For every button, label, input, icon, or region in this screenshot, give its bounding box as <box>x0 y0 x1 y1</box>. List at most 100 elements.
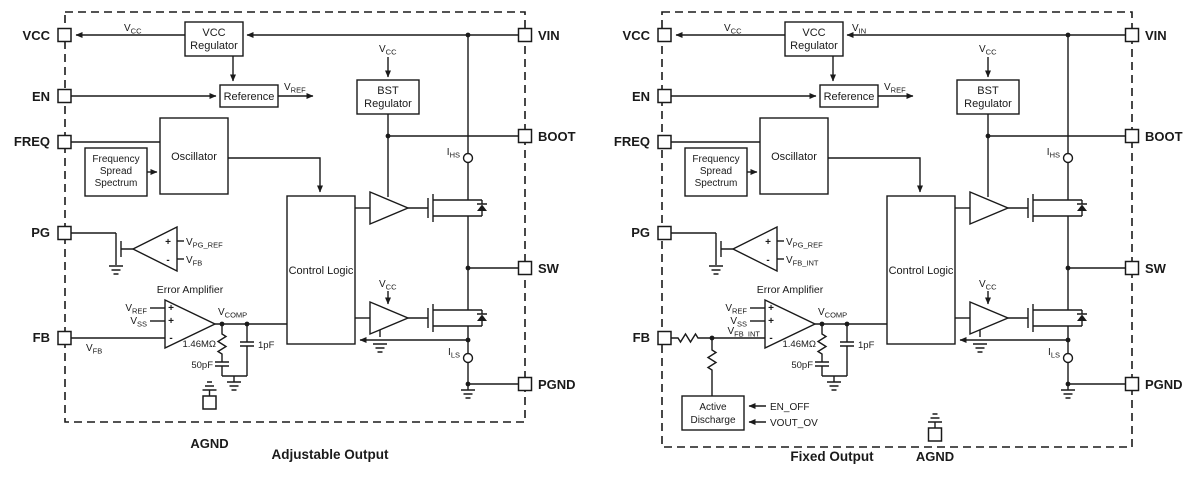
error-amp-plus-2: + <box>768 316 774 327</box>
signal-vin-top: VIN <box>852 23 866 36</box>
signal-vcc-bst: VCC <box>979 44 997 57</box>
comp-cap1-value: 1pF <box>258 340 275 351</box>
pin-vin <box>517 27 533 43</box>
pin-boot <box>1124 128 1140 144</box>
freq-spread-spectrum-block <box>684 147 748 197</box>
fss-label-1: Frequency <box>692 154 739 165</box>
oscillator-label: Oscillator <box>771 151 817 163</box>
compensation-network <box>815 324 854 377</box>
pin-label-vcc: VCC <box>623 28 651 43</box>
ls-driver-triangle <box>969 300 1010 336</box>
vcc-regulator-label-2: Regulator <box>190 40 238 52</box>
control-logic-label: Control Logic <box>289 265 354 277</box>
compensation-network <box>215 324 254 377</box>
pin-en <box>57 88 72 104</box>
signal-vref-in: VREF <box>725 303 747 316</box>
hs-current-sense <box>1062 152 1074 164</box>
hs-driver-triangle <box>969 190 1010 226</box>
error-amp-title: Error Amplifier <box>157 284 224 296</box>
pin-label-freq: FREQ <box>14 134 50 149</box>
comp-cap-1pf <box>822 324 854 377</box>
active-discharge-label-2: Discharge <box>690 415 735 426</box>
signal-vref-out: VREF <box>284 82 306 95</box>
signal-vss: VSS <box>130 316 147 329</box>
fss-label-3: Spectrum <box>695 178 738 189</box>
ground-pgnd <box>461 384 475 399</box>
oscillator-block <box>159 117 229 195</box>
pg-comparator-minus: - <box>766 255 769 266</box>
junction-dots <box>219 32 471 387</box>
pin-label-sw: SW <box>1145 261 1167 276</box>
pin-label-vcc: VCC <box>23 28 51 43</box>
error-amp-plus-2: + <box>168 316 174 327</box>
pin-agnd <box>927 427 943 442</box>
ground-agnd <box>928 413 942 428</box>
signal-vcc-out: VCC <box>724 23 742 36</box>
comp-resistor-value: 1.46MΩ <box>182 339 216 350</box>
comp-cap-50pf <box>815 361 829 376</box>
ls-body-diode <box>477 314 487 321</box>
pin-label-pgnd: PGND <box>538 377 576 392</box>
error-amp-triangle <box>164 298 217 350</box>
ls-driver-triangle <box>369 300 410 336</box>
ls-current-sense <box>1062 352 1074 364</box>
reference-label: Reference <box>224 91 275 103</box>
vcc-regulator-block <box>184 21 244 57</box>
pin-label-vin: VIN <box>1145 28 1167 43</box>
pin-label-en: EN <box>32 89 50 104</box>
hs-driver-triangle <box>369 190 410 226</box>
pg-comparator-plus: + <box>165 237 171 248</box>
pin-pgnd <box>517 376 533 392</box>
signal-ihs: IHS <box>447 147 460 160</box>
error-amp-minus: - <box>169 333 172 344</box>
comp-resistor <box>216 324 228 362</box>
pin-pg <box>57 225 72 241</box>
vcc-regulator-label: VCC <box>802 27 825 39</box>
pin-pgnd <box>1124 376 1140 392</box>
signal-vcc-bst: VCC <box>379 44 397 57</box>
reference-label: Reference <box>824 91 875 103</box>
fss-label-1: Frequency <box>92 154 139 165</box>
comp-cap1-value: 1pF <box>858 340 875 351</box>
error-amp-plus-1: + <box>768 303 774 314</box>
ground-compensation <box>827 376 841 391</box>
pin-vcc <box>657 27 672 43</box>
pin-label-pg: PG <box>31 225 50 240</box>
ground-ls-driver <box>973 330 987 353</box>
pin-sw <box>517 260 533 276</box>
ground-compensation <box>227 376 241 391</box>
hs-current-sense <box>462 152 474 164</box>
signal-ils: ILS <box>1048 347 1060 360</box>
pg-comparator-plus: + <box>765 237 771 248</box>
fss-label-2: Spread <box>700 166 732 177</box>
vcc-regulator-label-2: Regulator <box>790 40 838 52</box>
comp-resistor-value: 1.46MΩ <box>782 339 816 350</box>
diagram-title: Adjustable Output <box>272 447 389 462</box>
ground-ls-driver <box>373 330 387 353</box>
error-amp-plus-1: + <box>168 303 174 314</box>
pin-label-fb: FB <box>33 330 50 345</box>
pin-label-sw: SW <box>538 261 560 276</box>
comp-cap50-value: 50pF <box>791 360 813 371</box>
pin-agnd <box>202 395 217 410</box>
pg-transistor <box>115 233 133 257</box>
wires <box>71 32 519 385</box>
active-discharge-label: Active <box>699 402 727 413</box>
pin-vin <box>1124 27 1140 43</box>
pin-freq <box>57 134 72 150</box>
ls-current-sense <box>462 352 474 364</box>
pg-comparator-triangle <box>131 225 178 273</box>
hs-mosfet <box>1027 194 1087 222</box>
ls-mosfet <box>1027 304 1087 332</box>
signal-vfb-pg: VFB_INT <box>786 255 819 268</box>
hs-body-diode <box>1077 204 1087 211</box>
pg-transistor <box>715 233 733 257</box>
bst-regulator-block <box>356 79 420 115</box>
control-logic-label: Control Logic <box>889 265 954 277</box>
ground-pg-transistor <box>109 257 123 275</box>
pin-label-boot: BOOT <box>538 129 576 144</box>
oscillator-label: Oscillator <box>171 151 217 163</box>
pin-pg <box>657 225 672 241</box>
pin-vcc <box>57 27 72 43</box>
